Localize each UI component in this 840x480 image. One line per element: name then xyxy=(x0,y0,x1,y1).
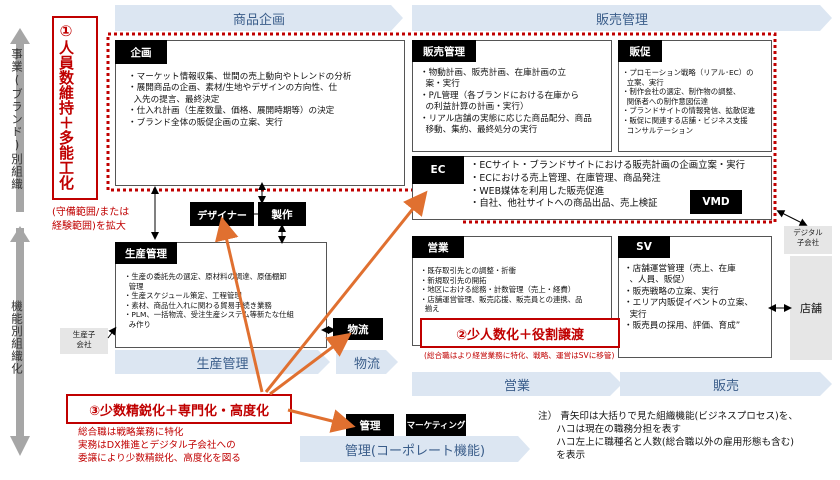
store-box: 店舗 xyxy=(790,256,832,360)
sv-body: ・店舗運営管理（売上、在庫 、人員、販促） ・販売戦略の立案、実行 ・エリア内販… xyxy=(624,264,753,332)
callout-1-title: ①人員数維持＋多能工化 xyxy=(57,22,75,190)
side-label-function: 機能別組織化 xyxy=(10,300,24,375)
function-axis-arrow xyxy=(10,228,30,456)
planning-body: ・マーケット情報収集、世間の売上動向やトレンドの分析 ・展開商品の企画、素材/生… xyxy=(128,72,352,128)
sv-header: SV xyxy=(618,236,670,258)
planning-header: 企画 xyxy=(115,40,167,64)
promotion-header: 販促 xyxy=(618,40,662,62)
band-sales-management: 販売管理 xyxy=(412,5,832,31)
business-axis-arrow xyxy=(10,28,30,212)
function-axis-arrow-top xyxy=(10,226,30,242)
ec-header: EC xyxy=(412,156,464,184)
sales-management-body: ・物動計画、販売計画、在庫計画の立 案・実行 ・P/L管理（各ブランドにおける在… xyxy=(420,68,592,136)
promotion-body: ・プロモーション戦略（リアル･EC）の 立案、実行 ・制作会社の選定、制作物の調… xyxy=(622,68,756,135)
callout-3-title: ③少数精鋭化＋専門化・高度化 xyxy=(66,394,292,424)
band-corporate: 管理(コーポレート機能) xyxy=(300,436,530,462)
callout-3-note: 総合職は戦略業務に特化 実務はDX推進とデジタル子会社への 委譲により少数精鋭化… xyxy=(78,427,241,464)
callout-1-box xyxy=(52,16,98,200)
orange-arrow-logistics xyxy=(269,332,352,396)
callout-2-note: (総合職はより経営業務に特化、戦略、運営はSVに移管) xyxy=(424,351,615,360)
digital-subsidiary: デジタル 子会社 xyxy=(784,226,832,254)
marketing-box: マーケティング xyxy=(406,414,466,436)
planning-box xyxy=(115,40,405,186)
orange-arrow-admin xyxy=(287,408,356,433)
sales-body: ・既存取引先との調整・折衝 ・新規取引先の開拓 ・地区における総務・計数管理（売… xyxy=(420,266,583,314)
sales-header: 営業 xyxy=(412,236,464,258)
callout-1-note: (守備範囲/または 経験範囲)を拡大 xyxy=(52,207,130,232)
side-label-business: 事業(ブランド)別組織 xyxy=(10,48,24,191)
orange-arrow-designer xyxy=(215,216,264,393)
band-retail: 販売 xyxy=(620,372,832,396)
band-sales: 営業 xyxy=(412,372,622,396)
band-product-planning: 商品企画 xyxy=(115,5,403,31)
orange-arrow-ec xyxy=(264,190,428,393)
band-logistics: 物流 xyxy=(336,350,398,374)
footnote: 注） 青矢印は大括りで見た組織機能(ビジネスプロセス)を、 ハコは現在の職務分担… xyxy=(538,411,798,461)
sales-management-header: 販売管理 xyxy=(412,40,476,62)
production-control-header: 生産管理 xyxy=(115,242,177,264)
production-subsidiary: 生産子 会社 xyxy=(60,328,108,354)
arrow-production-subsidiary xyxy=(107,326,117,339)
production-control-body: ・生産の委託先の選定、原材料の調達、原価棚卸 管理 ・生産スケジュール策定、工程… xyxy=(124,272,294,329)
band-production-control: 生産管理 xyxy=(115,350,330,374)
admin-box: 管理 xyxy=(346,414,394,436)
callout-2-title: ②少人数化＋役割譲渡 xyxy=(420,318,620,348)
vmd-box: VMD xyxy=(690,190,742,214)
production-box: 製作 xyxy=(258,202,306,226)
ec-body: ・ECサイト・ブランドサイトにおける販売計画の企画立案・実行 ・ECにおける売上… xyxy=(470,160,745,210)
arrow-digital xyxy=(776,210,808,226)
